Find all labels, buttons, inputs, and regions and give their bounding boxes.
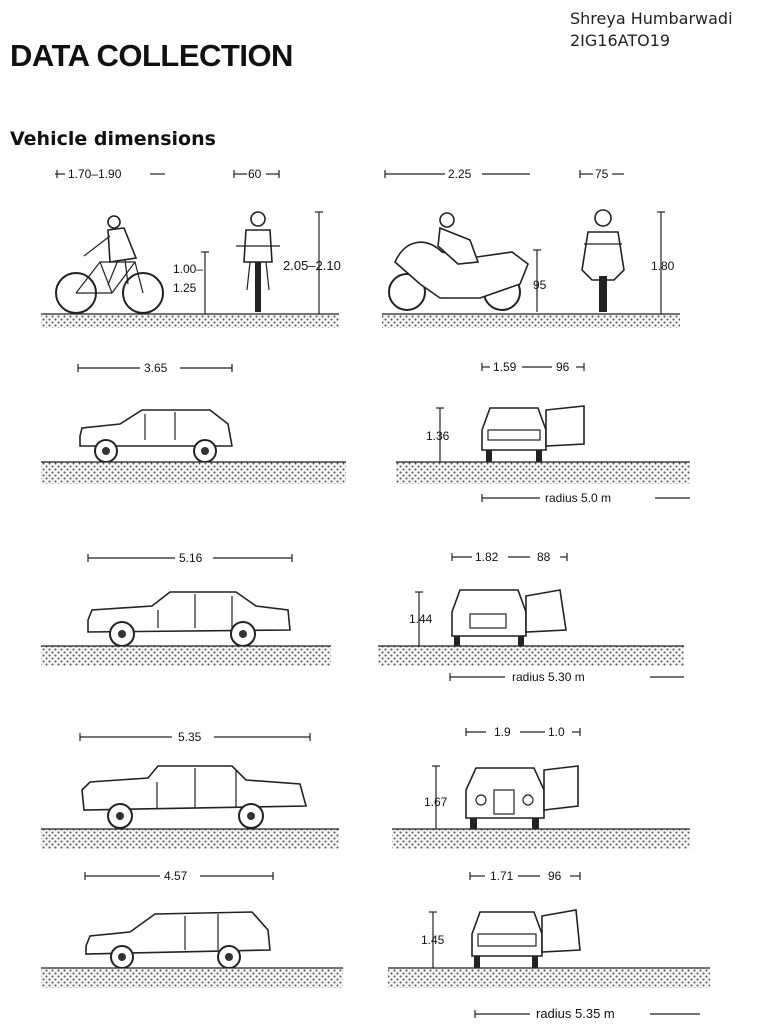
sedan-length-dimension: 5.16 — [87, 551, 293, 565]
limousine-front-icon — [465, 765, 579, 829]
ground-strip — [378, 646, 684, 666]
sedan-front-icon — [451, 589, 567, 646]
section-subtitle: Vehicle dimensions — [10, 128, 216, 150]
hatchback-radius-label: radius 5.0 m — [545, 491, 611, 505]
ground-strip — [396, 462, 690, 484]
motorcycle-seat-height-dimension: 95 — [533, 249, 547, 312]
ground-strip — [41, 314, 339, 328]
row-hatchback: 3.65 1.59 96 1.36 — [41, 360, 690, 505]
bicycle-height-dimension: 1.00– 1.25 — [173, 251, 209, 314]
ground-strip — [41, 462, 346, 484]
estate-side-icon — [85, 911, 271, 969]
sedan-turning-radius: radius 5.30 m — [449, 670, 684, 684]
estate-radius-label: radius 5.35 m — [536, 1006, 615, 1021]
bicycle-length-label: 1.70–1.90 — [68, 167, 122, 181]
bicycle-side-icon — [55, 215, 164, 314]
limousine-door-label: 1.0 — [548, 725, 565, 739]
estate-door-label: 96 — [548, 869, 562, 883]
hatchback-height-dimension: 1.36 — [426, 407, 450, 462]
ground-strip — [388, 968, 710, 988]
sedan-side-icon — [87, 591, 291, 647]
sedan-door-label: 88 — [537, 550, 551, 564]
estate-turning-radius: radius 5.35 m — [474, 1006, 700, 1021]
estate-height-dimension: 1.45 — [421, 911, 445, 968]
hatchback-width-dimension: 1.59 96 — [481, 360, 585, 374]
motorcycle-rider-height-label: 1.80 — [651, 259, 675, 273]
bicycle-front-icon — [236, 211, 280, 312]
estate-length-dimension: 4.57 — [84, 869, 274, 883]
hatchback-length-dimension: 3.65 — [77, 361, 233, 375]
row-sedan: 5.16 1.82 88 1.44 — [41, 550, 684, 684]
limousine-width-label: 1.9 — [494, 725, 511, 739]
row-limousine: 5.35 1.9 1.0 1.67 — [41, 725, 690, 849]
sedan-width-dimension: 1.82 88 — [451, 550, 568, 564]
motorcycle-front-icon — [581, 209, 625, 312]
motorcycle-width-label: 75 — [595, 167, 609, 181]
hatchback-width-label: 1.59 — [493, 360, 517, 374]
bicycle-length-dimension: 1.70–1.90 — [55, 167, 165, 181]
estate-height-label: 1.45 — [421, 933, 445, 947]
page-title: DATA COLLECTION — [10, 38, 293, 73]
bicycle-width-label: 60 — [248, 167, 262, 181]
motorcycle-length-dimension: 2.25 — [384, 167, 530, 181]
limousine-width-dimension: 1.9 1.0 — [465, 725, 581, 739]
estate-length-label: 4.57 — [164, 869, 188, 883]
bicycle-rider-height-dimension: 2.05–2.10 — [283, 211, 341, 314]
bicycle-width-dimension: 60 — [233, 167, 280, 181]
sedan-height-dimension: 1.44 — [409, 591, 433, 646]
estate-front-icon — [471, 909, 581, 968]
author-name: Shreya Humbarwadi — [570, 9, 733, 28]
hatchback-front-icon — [481, 405, 585, 462]
row-estate: 4.57 1.71 96 1.45 — [41, 869, 710, 1021]
estate-width-label: 1.71 — [490, 869, 514, 883]
bicycle-height-label-b: 1.25 — [173, 281, 197, 295]
ground-strip — [41, 968, 343, 988]
bicycle-rider-height-label: 2.05–2.10 — [283, 258, 341, 273]
limousine-height-label: 1.67 — [424, 795, 448, 809]
ground-strip — [41, 829, 339, 849]
hatchback-door-label: 96 — [556, 360, 570, 374]
motorcycle-width-dimension: 75 — [579, 167, 624, 181]
limousine-height-dimension: 1.67 — [424, 765, 448, 829]
sedan-height-label: 1.44 — [409, 612, 433, 626]
row-bicycles: 1.70–1.90 60 1.00– 1.25 — [41, 167, 341, 328]
ground-strip — [382, 314, 680, 328]
sedan-length-label: 5.16 — [179, 551, 203, 565]
bicycle-height-label-a: 1.00– — [173, 262, 203, 276]
motorcycle-rider-height-dimension: 1.80 — [651, 211, 675, 314]
row-motorcycles: 2.25 75 95 1.80 — [382, 167, 680, 328]
estate-width-dimension: 1.71 96 — [469, 869, 581, 883]
motorcycle-seat-height-label: 95 — [533, 278, 547, 292]
limousine-length-label: 5.35 — [178, 730, 202, 744]
motorcycle-length-label: 2.25 — [448, 167, 472, 181]
hatchback-length-label: 3.65 — [144, 361, 168, 375]
limousine-length-dimension: 5.35 — [79, 730, 311, 744]
hatchback-side-icon — [79, 409, 233, 463]
sedan-radius-label: radius 5.30 m — [512, 670, 585, 684]
motorcycle-side-icon — [388, 212, 529, 311]
author-id: 2IG16ATO19 — [570, 31, 671, 50]
sedan-width-label: 1.82 — [475, 550, 499, 564]
limousine-side-icon — [81, 765, 308, 829]
hatchback-turning-radius: radius 5.0 m — [481, 491, 690, 505]
ground-strip — [392, 829, 690, 849]
ground-strip — [41, 646, 331, 666]
hatchback-height-label: 1.36 — [426, 429, 450, 443]
author-block: Shreya Humbarwadi 2IG16ATO19 — [570, 8, 733, 52]
